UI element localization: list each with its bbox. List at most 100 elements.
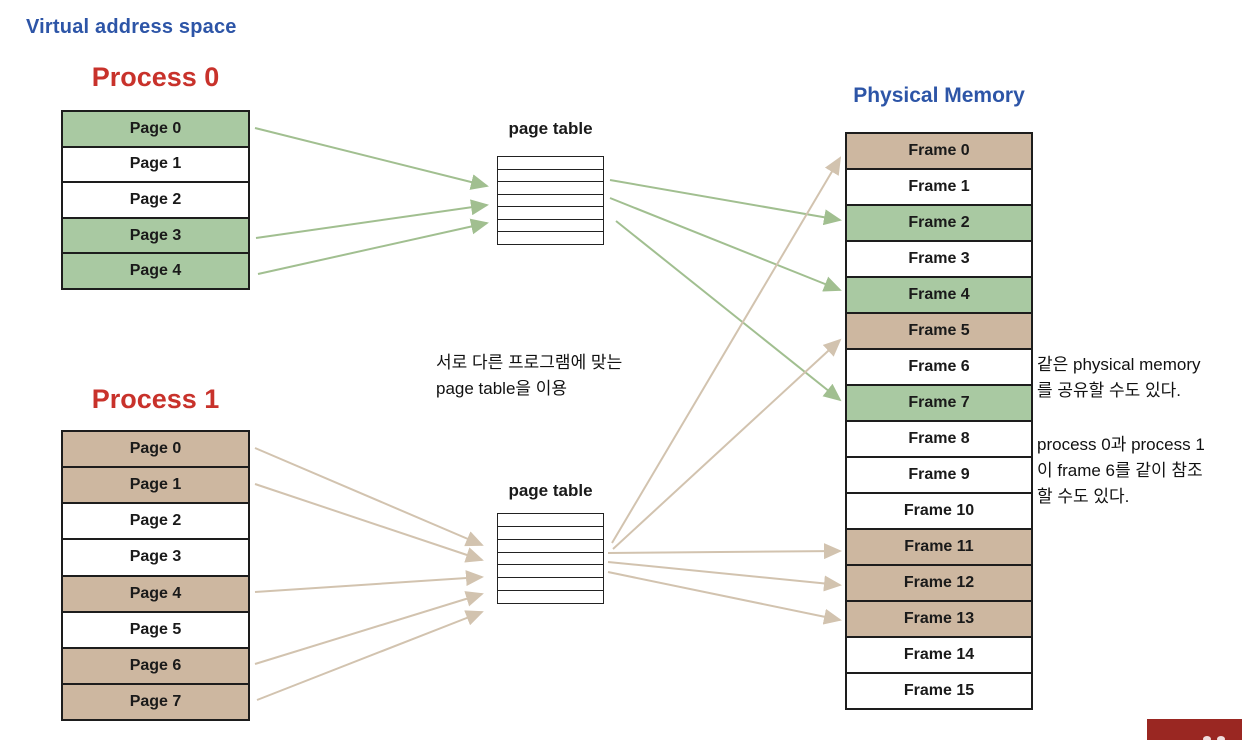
page-table-entry bbox=[498, 538, 603, 552]
process1-row-page0: Page 0 bbox=[63, 432, 248, 467]
frame-row-frame1: Frame 1 bbox=[847, 168, 1031, 204]
cell-label: Page 1 bbox=[129, 155, 182, 173]
cell-label: Frame 2 bbox=[908, 214, 970, 231]
slide-corner-badge bbox=[1147, 719, 1242, 740]
cell-label: Frame 8 bbox=[908, 430, 970, 447]
cell-label: Frame 6 bbox=[908, 358, 970, 375]
arrow-page-table-bottom-to-frame-12 bbox=[607, 561, 842, 592]
page-table-bottom bbox=[497, 513, 604, 604]
cell-label: Page 0 bbox=[129, 440, 182, 458]
process0-title: Process 0 bbox=[91, 62, 220, 92]
note-line: 서로 다른 프로그램에 맞는 bbox=[436, 353, 623, 372]
frame-row-frame0: Frame 0 bbox=[847, 134, 1031, 168]
cell-label: Page 0 bbox=[129, 119, 182, 137]
process0-row-page1: Page 1 bbox=[63, 145, 248, 182]
physical-memory-table: Frame 0 Frame 1 Frame 2 Frame 3 Frame 4 Frame… bbox=[845, 132, 1033, 710]
process1-row-page6: Page 6 bbox=[63, 646, 248, 683]
note-line: process 0과 process 1 bbox=[1037, 435, 1205, 454]
frame-row-frame4: Frame 4 bbox=[847, 276, 1031, 312]
arrow-page-table-top-to-frame-4 bbox=[609, 197, 842, 292]
frame-row-frame3: Frame 3 bbox=[847, 240, 1031, 276]
note-line: 이 frame 6를 같이 참조 bbox=[1037, 461, 1203, 480]
cell-label: Frame 10 bbox=[903, 502, 975, 519]
page-table-entry bbox=[498, 525, 603, 539]
partial-digit bbox=[1203, 736, 1211, 740]
note-shared-memory: 같은 physical memory 를 공유할 수도 있다. bbox=[1037, 352, 1241, 404]
page-table-entry bbox=[498, 577, 603, 590]
page-table-entry bbox=[498, 193, 603, 207]
partial-digit bbox=[1217, 736, 1225, 740]
arrow-process1-page7-to-page-table-bottom bbox=[256, 610, 484, 701]
page-table-entry bbox=[498, 564, 603, 577]
page-table-entry bbox=[498, 514, 603, 526]
note-line: 같은 physical memory bbox=[1037, 355, 1201, 374]
cell-label: Page 3 bbox=[129, 548, 182, 566]
arrow-page-table-bottom-to-frame-0 bbox=[611, 156, 842, 544]
process1-table: Page 0 Page 1 Page 2 Page 3 Page 4 Page 5 Page… bbox=[61, 430, 250, 721]
cell-label: Frame 3 bbox=[908, 250, 970, 267]
cell-label: Frame 7 bbox=[908, 394, 970, 411]
page-table-entry bbox=[498, 206, 603, 219]
process1-title: Process 1 bbox=[91, 384, 220, 414]
cell-label: Frame 11 bbox=[904, 538, 974, 555]
process0-table: Page 0 Page 1 Page 2 Page 3 Page 4 bbox=[61, 110, 250, 290]
cell-label: Page 5 bbox=[129, 620, 182, 638]
cell-label: Page 7 bbox=[129, 692, 182, 710]
page-table-entry bbox=[498, 590, 603, 603]
page-table-entry bbox=[498, 181, 603, 194]
page-table-entry bbox=[498, 168, 603, 182]
frame-row-frame13: Frame 13 bbox=[847, 600, 1031, 636]
cell-label: Page 3 bbox=[129, 226, 182, 244]
physical-memory-title: Physical Memory bbox=[853, 84, 1025, 107]
page-table-entry bbox=[498, 551, 603, 565]
cell-label: Frame 15 bbox=[903, 682, 975, 699]
cell-label: Frame 12 bbox=[903, 574, 975, 591]
frame-row-frame9: Frame 9 bbox=[847, 456, 1031, 492]
cell-label: Page 1 bbox=[129, 476, 182, 494]
page-table-top bbox=[497, 156, 604, 245]
arrow-page-table-top-to-frame-7 bbox=[615, 220, 842, 402]
process1-row-page4: Page 4 bbox=[63, 574, 248, 611]
cell-label: Frame 13 bbox=[903, 610, 975, 627]
frame-row-frame2: Frame 2 bbox=[847, 204, 1031, 240]
frame-row-frame12: Frame 12 bbox=[847, 564, 1031, 600]
cell-label: Page 2 bbox=[129, 190, 182, 208]
process0-row-page0: Page 0 bbox=[63, 112, 248, 146]
arrow-process0-page3-to-page-table-top bbox=[255, 199, 489, 239]
arrow-process1-page0-to-page-table-bottom bbox=[254, 447, 484, 547]
frame-row-frame5: Frame 5 bbox=[847, 312, 1031, 348]
process1-row-page7: Page 7 bbox=[63, 682, 248, 719]
note-line: page table을 이용 bbox=[436, 379, 568, 398]
cell-label: Page 4 bbox=[129, 584, 182, 602]
arrow-process0-page4-to-page-table-top bbox=[257, 218, 489, 275]
process1-row-page3: Page 3 bbox=[63, 538, 248, 575]
frame-row-frame7: Frame 7 bbox=[847, 384, 1031, 420]
cell-label: Frame 1 bbox=[908, 178, 970, 195]
arrow-process0-page0-to-page-table-top bbox=[254, 127, 489, 190]
page-table-bottom-label: page table bbox=[508, 481, 593, 500]
cell-label: Page 6 bbox=[129, 656, 182, 674]
cell-label: Frame 9 bbox=[908, 466, 970, 483]
arrow-page-table-top-to-frame-2 bbox=[609, 179, 842, 226]
process0-row-page3: Page 3 bbox=[63, 216, 248, 253]
arrow-process1-page6-to-page-table-bottom bbox=[254, 591, 484, 665]
process0-row-page4: Page 4 bbox=[63, 252, 248, 288]
page-table-entry bbox=[498, 218, 603, 232]
cell-label: Frame 0 bbox=[908, 142, 970, 159]
frame-row-frame8: Frame 8 bbox=[847, 420, 1031, 456]
frame-row-frame14: Frame 14 bbox=[847, 636, 1031, 672]
frame-row-frame10: Frame 10 bbox=[847, 492, 1031, 528]
arrow-page-table-bottom-to-frame-11 bbox=[607, 543, 842, 560]
note-frame6-sharing: process 0과 process 1 이 frame 6를 같이 참조 할 … bbox=[1037, 432, 1241, 510]
frame-row-frame15: Frame 15 bbox=[847, 672, 1031, 708]
cell-label: Frame 4 bbox=[908, 286, 970, 303]
arrow-process1-page4-to-page-table-bottom bbox=[254, 570, 484, 593]
cell-label: Frame 14 bbox=[903, 646, 975, 663]
process1-row-page2: Page 2 bbox=[63, 502, 248, 539]
page-table-top-label: page table bbox=[508, 119, 593, 138]
arrow-process1-page1-to-page-table-bottom bbox=[254, 483, 484, 563]
cell-label: Page 4 bbox=[129, 262, 182, 280]
note-line: 할 수도 있다. bbox=[1037, 487, 1130, 506]
